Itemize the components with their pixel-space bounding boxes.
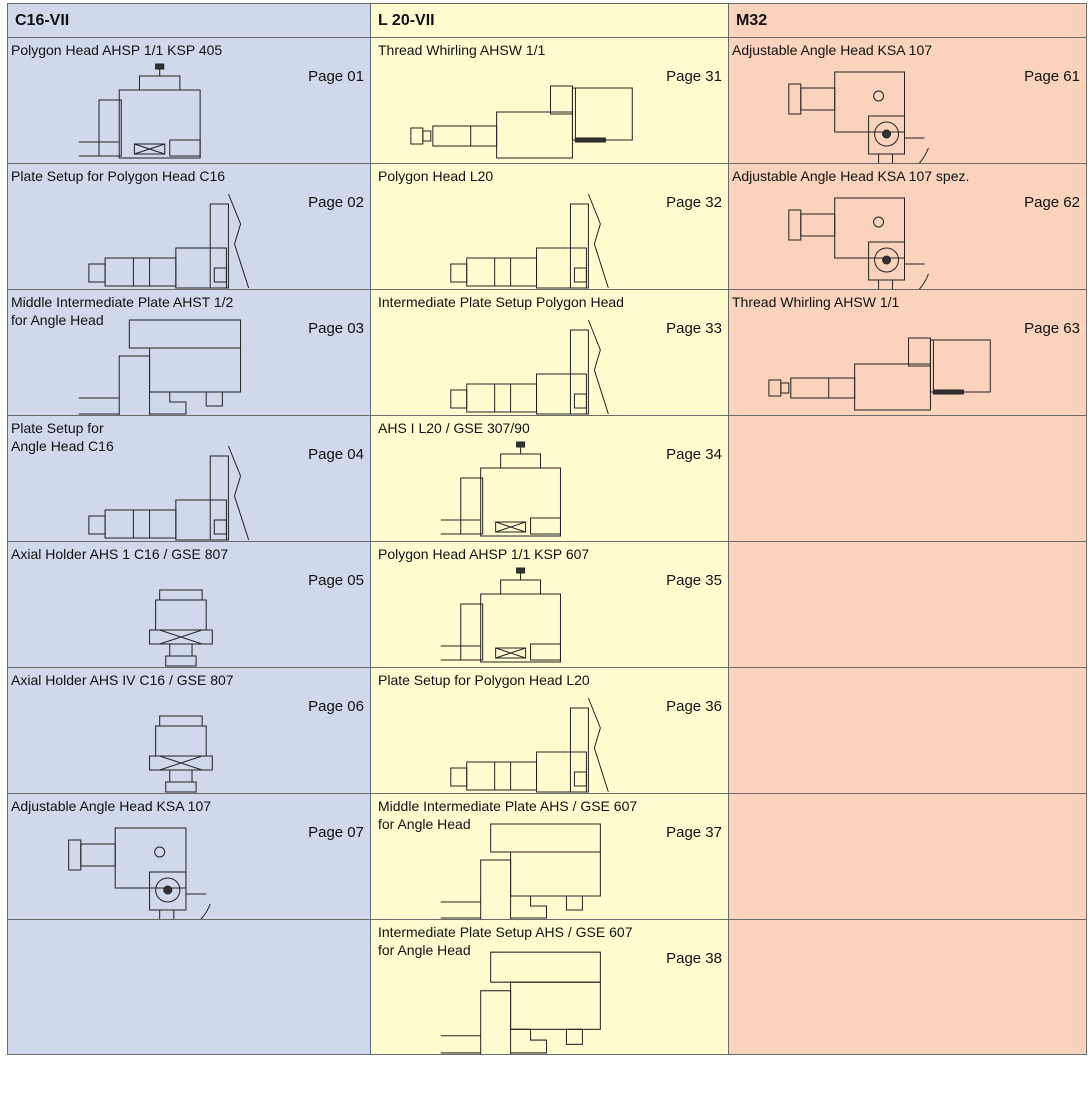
page-link[interactable]: Page 02 xyxy=(308,194,364,211)
plate-setup-icon xyxy=(88,193,250,289)
thread-whirling-icon xyxy=(768,337,991,411)
item-title: Plate Setup for Polygon Head L20 xyxy=(378,672,590,688)
adjustable-angle-head-icon xyxy=(68,827,211,919)
plate-setup-icon xyxy=(450,319,609,415)
intermediate-plate-icon xyxy=(440,951,601,1054)
page-link[interactable]: Page 35 xyxy=(666,572,722,589)
polygon-head-icon xyxy=(78,63,201,159)
cell-m32[interactable]: Adjustable Angle Head KSA 107 spez. Page … xyxy=(728,163,1087,290)
item-title: AHS I L20 / GSE 307/90 xyxy=(378,420,530,436)
thread-whirling-icon xyxy=(410,85,633,159)
page-link[interactable]: Page 07 xyxy=(308,824,364,841)
intermediate-plate-icon xyxy=(78,319,242,415)
plate-setup-icon xyxy=(88,445,250,541)
item-title: Plate Setup for Polygon Head C16 xyxy=(11,168,226,184)
page-link[interactable]: Page 61 xyxy=(1024,68,1080,85)
cell-m32 xyxy=(728,415,1087,542)
item-title: Adjustable Angle Head KSA 107 xyxy=(732,42,933,58)
page-link[interactable]: Page 38 xyxy=(666,950,722,967)
cell-l20[interactable]: Intermediate Plate Setup AHS / GSE 607 f… xyxy=(370,919,729,1055)
item-title: Plate Setup for Angle Head C16 xyxy=(11,420,114,454)
plate-setup-icon xyxy=(450,697,609,793)
item-title: Thread Whirling AHSW 1/1 xyxy=(378,42,546,58)
item-title: Adjustable Angle Head KSA 107 xyxy=(11,798,212,814)
cell-c16 xyxy=(7,919,371,1055)
axial-holder-icon xyxy=(149,715,213,793)
tool-catalog-table: C16-VII L 20-VII M32 Polygon Head AHSP 1… xyxy=(7,3,1087,1055)
table-row: Intermediate Plate Setup AHS / GSE 607 f… xyxy=(7,919,1087,1055)
cell-m32 xyxy=(728,541,1087,668)
adjustable-angle-head-icon xyxy=(788,197,929,289)
item-title: Axial Holder AHS IV C16 / GSE 807 xyxy=(11,672,234,688)
adjustable-angle-head-icon xyxy=(788,71,929,163)
item-title: Polygon Head L20 xyxy=(378,168,494,184)
cell-l20[interactable]: Middle Intermediate Plate AHS / GSE 607 … xyxy=(370,793,729,920)
page-link[interactable]: Page 31 xyxy=(666,68,722,85)
cell-m32 xyxy=(728,667,1087,794)
item-title: Intermediate Plate Setup Polygon Head xyxy=(378,294,624,310)
item-title: Polygon Head AHSP 1/1 KSP 405 xyxy=(11,42,223,58)
page-link[interactable]: Page 03 xyxy=(308,320,364,337)
item-title: Middle Intermediate Plate AHST 1/2 for A… xyxy=(11,294,234,328)
plate-setup-icon xyxy=(450,193,609,289)
cell-m32 xyxy=(728,919,1087,1055)
page-link[interactable]: Page 06 xyxy=(308,698,364,715)
item-title: Axial Holder AHS 1 C16 / GSE 807 xyxy=(11,546,229,562)
header-row: C16-VII L 20-VII M32 xyxy=(7,3,1087,38)
page-link[interactable]: Page 33 xyxy=(666,320,722,337)
page-link[interactable]: Page 36 xyxy=(666,698,722,715)
cell-c16[interactable]: Middle Intermediate Plate AHST 1/2 for A… xyxy=(7,289,371,416)
page-link[interactable]: Page 34 xyxy=(666,446,722,463)
column-header-c16: C16-VII xyxy=(7,3,371,38)
page-link[interactable]: Page 01 xyxy=(308,68,364,85)
page-link[interactable]: Page 63 xyxy=(1024,320,1080,337)
item-title: Thread Whirling AHSW 1/1 xyxy=(732,294,900,310)
page-link[interactable]: Page 05 xyxy=(308,572,364,589)
page-link[interactable]: Page 04 xyxy=(308,446,364,463)
page-link[interactable]: Page 37 xyxy=(666,824,722,841)
item-title: Polygon Head AHSP 1/1 KSP 607 xyxy=(378,546,590,562)
polygon-head-icon xyxy=(440,567,561,663)
polygon-head-icon xyxy=(440,441,561,537)
page-link[interactable]: Page 62 xyxy=(1024,194,1080,211)
item-title: Adjustable Angle Head KSA 107 spez. xyxy=(732,168,970,184)
item-title: Middle Intermediate Plate AHS / GSE 607 … xyxy=(378,798,638,832)
cell-m32 xyxy=(728,793,1087,920)
item-title: Intermediate Plate Setup AHS / GSE 607 f… xyxy=(378,924,633,958)
column-header-m32: M32 xyxy=(728,3,1087,38)
intermediate-plate-icon xyxy=(440,823,601,919)
column-header-l20: L 20-VII xyxy=(370,3,729,38)
table-row: Middle Intermediate Plate AHST 1/2 for A… xyxy=(7,289,1087,416)
page-link[interactable]: Page 32 xyxy=(666,194,722,211)
axial-holder-icon xyxy=(149,589,213,667)
